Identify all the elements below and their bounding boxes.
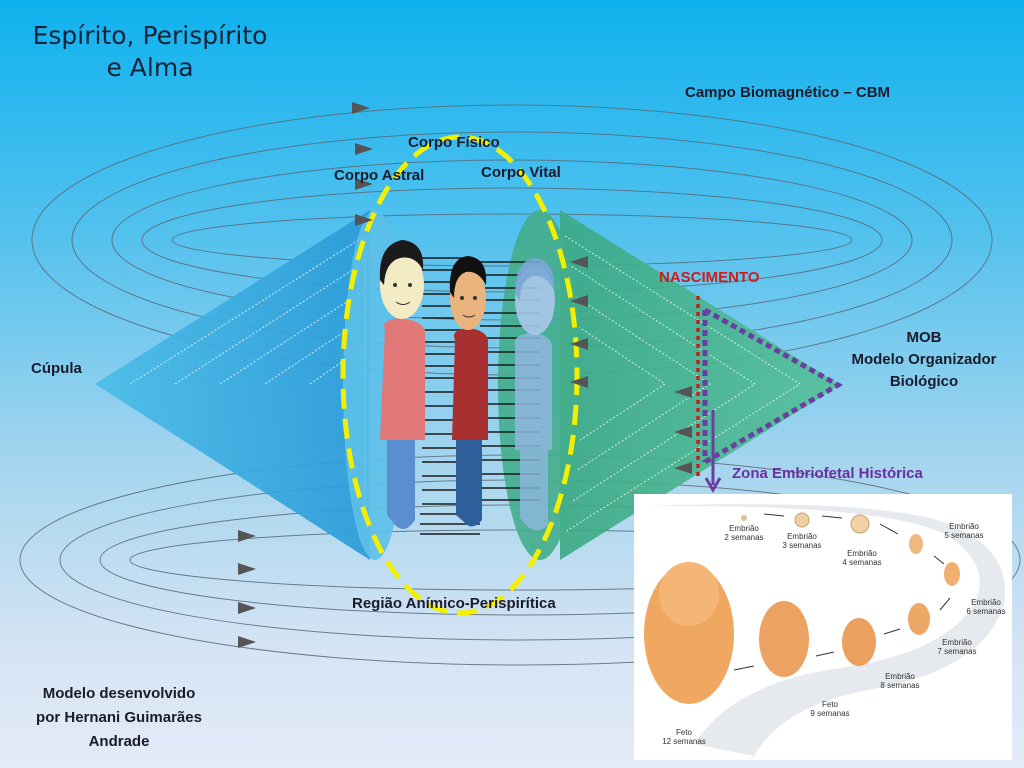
- arrow-left-icon: [674, 426, 692, 438]
- credit-line-3: Andrade: [88, 733, 150, 750]
- embryo-2w: [741, 515, 747, 521]
- embryo-6w: [944, 562, 960, 586]
- mob-label-line-2: Modelo Organizador: [851, 351, 997, 368]
- arrow-right-icons-bottom: [238, 530, 256, 648]
- mob-label-line-1: MOB: [906, 329, 942, 346]
- yellow-dashed-ellipse: [340, 134, 580, 616]
- person-icon-physical: [449, 256, 488, 527]
- credit-line-1: Modelo desenvolvido: [42, 685, 196, 702]
- cupula-cone: [95, 210, 370, 560]
- credit-line-2: por Hernani Guimarães: [36, 709, 202, 726]
- corpo-astral-label: Corpo Astral: [334, 167, 425, 184]
- arrow-right-icon: [238, 530, 256, 542]
- embryo-8w: [842, 618, 876, 666]
- fetus-9w: [759, 601, 809, 677]
- title-line-2: e Alma: [106, 53, 194, 82]
- arrow-right-icon: [238, 602, 256, 614]
- arrow-right-icon: [355, 143, 373, 155]
- arrow-right-icon: [352, 102, 370, 114]
- stage-arrows: [733, 513, 951, 671]
- page-title: Espírito, Perispírito e Alma: [20, 20, 280, 84]
- arrow-left-icon: [570, 338, 588, 350]
- corpo-fisico-label: Corpo Físico: [408, 134, 500, 151]
- person-icon-astral: [379, 240, 425, 529]
- credit-label: Modelo desenvolvido por Hernani Guimarãe…: [14, 682, 224, 754]
- corpo-vital-label: Corpo Vital: [481, 164, 561, 181]
- cbm-label: Campo Biomagnético – CBM: [685, 84, 891, 101]
- embryo-svg: [644, 504, 1006, 756]
- title-line-1: Espírito, Perispírito: [32, 21, 268, 50]
- embryo-7w: [908, 603, 930, 635]
- arrow-right-icon: [238, 563, 256, 575]
- zona-label: Zona Embriofetal Histórica: [732, 465, 923, 482]
- embryo-3w: [794, 512, 810, 528]
- mob-label: MOB Modelo Organizador Biológico: [836, 327, 1012, 393]
- arrow-left-icon: [570, 376, 588, 388]
- mob-cone: [560, 210, 840, 560]
- embryo-4w: [850, 514, 870, 534]
- arrow-left-icon: [674, 386, 692, 398]
- arrow-left-icon: [570, 295, 588, 307]
- arrow-right-icons-top: [352, 102, 373, 226]
- mob-label-line-3: Biológico: [889, 373, 959, 390]
- arrow-right-icon: [238, 636, 256, 648]
- regiao-label: Região Anímico-Perispirítica: [352, 595, 556, 612]
- person-icon-vital: [514, 258, 555, 531]
- cupula-label: Cúpula: [31, 360, 82, 377]
- arrow-left-icon: [570, 256, 588, 268]
- arrow-left-icon: [674, 462, 692, 474]
- arrow-right-icon: [355, 178, 373, 190]
- nascimento-label: NASCIMENTO: [659, 269, 760, 286]
- mob-chevrons: [564, 235, 801, 533]
- mob-dashed-outline: [703, 307, 844, 465]
- arrow-down-icon: [704, 410, 722, 493]
- arrow-right-icon: [355, 214, 373, 226]
- embryo-5w: [909, 534, 923, 554]
